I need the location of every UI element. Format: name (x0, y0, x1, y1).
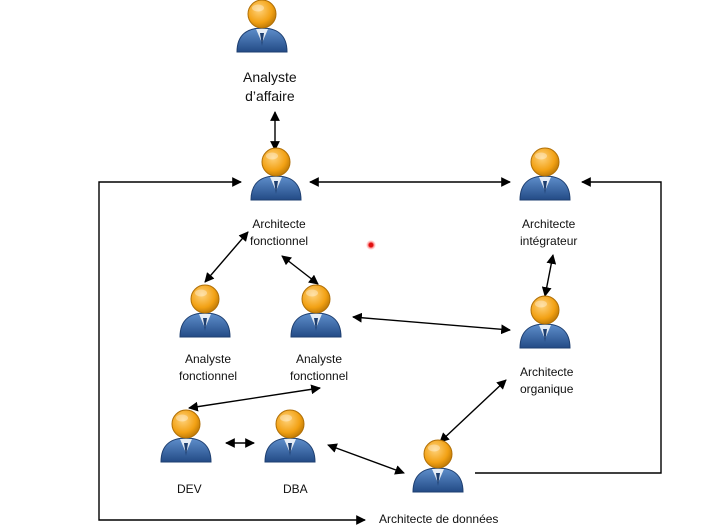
node-label-line: DEV (177, 482, 202, 496)
node-label-dba: DBA (283, 481, 308, 498)
person-icon (250, 147, 302, 201)
person-icon (179, 284, 231, 338)
connector-analyste-fonctionnel-2-to-dev (188, 384, 321, 412)
connector-analyste-fonctionnel-2-to-architecte-organique (352, 312, 511, 335)
node-label-line: Analyste (243, 69, 297, 85)
connector-architecte-integrateur-to-architecte-organique (541, 254, 557, 297)
person-icon (236, 0, 288, 53)
connector-architecte-organique-to-architecte-donnees (439, 379, 507, 443)
person-icon (160, 409, 212, 463)
node-label-line: Architecte (520, 365, 574, 379)
node-label-line: DBA (283, 482, 308, 496)
node-label-line: Analyste (296, 352, 343, 366)
node-label-line: organique (520, 382, 574, 396)
connector-architecte-fonctionnel-to-analyste-fonctionnel-1 (204, 231, 249, 283)
node-label-analyste-fonctionnel-1: Analyste fonctionnel (179, 351, 237, 385)
person-icon (264, 409, 316, 463)
node-label-line: fonctionnel (250, 234, 309, 248)
node-label-line: Architecte (252, 217, 306, 231)
person-icon (290, 284, 342, 338)
connector-architecte-fonctionnel-to-analyste-fonctionnel-2 (281, 255, 319, 285)
node-label-line: fonctionnel (179, 369, 238, 383)
node-label-analyste-affaire: Analyste d’affaire (243, 68, 297, 106)
node-label-dev: DEV (177, 481, 202, 498)
person-icon (412, 439, 464, 493)
node-label-line: d’affaire (245, 88, 295, 104)
connector-dba-to-architecte-donnees (327, 443, 405, 475)
person-icon (519, 295, 571, 349)
node-label-architecte-integrateur: Architecte intégrateur (520, 216, 577, 250)
node-label-analyste-fonctionnel-2: Analyste fonctionnel (290, 351, 348, 385)
node-label-line: Analyste (185, 352, 232, 366)
node-label-line: Architecte (522, 217, 576, 231)
node-label-architecte-donnees: Architecte de données (379, 511, 498, 528)
connector-architecte-donnees-to-architecte-fonctionnel (98, 177, 366, 525)
node-label-architecte-fonctionnel: Architecte fonctionnel (250, 216, 308, 250)
node-label-line: intégrateur (520, 234, 578, 248)
cursor-pointer-dot (366, 240, 376, 250)
node-label-line: Architecte de données (379, 512, 499, 526)
node-label-architecte-organique: Architecte organique (520, 364, 573, 398)
node-label-line: fonctionnel (290, 369, 349, 383)
person-icon (519, 147, 571, 201)
connectors-layer (98, 111, 662, 525)
connector-architecte-donnees-to-architecte-integrateur (475, 177, 662, 474)
